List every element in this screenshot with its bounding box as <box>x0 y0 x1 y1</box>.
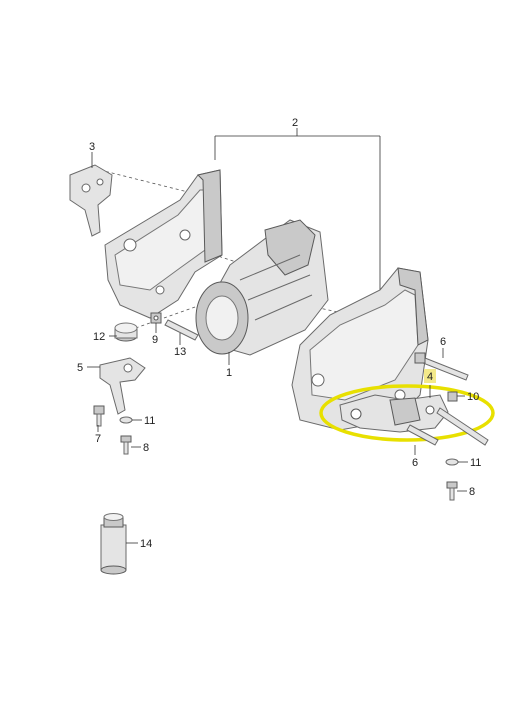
part-bolt-7 <box>93 405 105 427</box>
part-left-cover <box>104 169 223 319</box>
part-bolt-8-right <box>446 481 458 501</box>
callout-1: 1 <box>226 367 232 379</box>
part-bracket-4 <box>339 394 449 433</box>
callout-7: 7 <box>95 433 101 445</box>
part-cap-12 <box>114 322 138 342</box>
leader-lines <box>87 152 468 544</box>
part-bracket-5 <box>99 357 146 415</box>
callout-8-right: 8 <box>469 486 475 498</box>
callout-13: 13 <box>174 346 186 358</box>
part-stud-13 <box>164 319 199 341</box>
callout-6-upper: 6 <box>440 336 446 348</box>
callout-3: 3 <box>89 141 95 153</box>
callout-2: 2 <box>292 117 298 129</box>
part-compressor-1 <box>195 219 329 356</box>
callout-5: 5 <box>77 362 83 374</box>
highlight-label-box <box>424 369 436 383</box>
callout-12: 12 <box>93 331 105 343</box>
part-bolt-8-left <box>120 435 132 455</box>
assembly-bracket-2 <box>214 128 381 290</box>
part-nut-10 <box>447 391 458 402</box>
callout-8-left: 8 <box>143 442 149 454</box>
callout-11-left: 11 <box>144 415 155 427</box>
part-bolt-6-lower <box>406 424 439 446</box>
callout-9: 9 <box>152 334 158 346</box>
part-washer-11-left <box>119 416 133 424</box>
part-nut-9 <box>150 312 162 324</box>
part-right-cover <box>291 267 429 431</box>
callout-10: 10 <box>467 391 479 403</box>
part-washer-11-right <box>445 458 459 466</box>
part-bolt-long-right <box>436 407 489 446</box>
part-bolt-6-upper <box>414 352 469 381</box>
part-bracket-3 <box>69 164 113 237</box>
callout-6-lower: 6 <box>412 457 418 469</box>
part-canister-14 <box>100 513 127 575</box>
callout-labels: 2 3 1 4 5 6 6 7 8 8 9 10 11 11 12 13 14 <box>77 117 481 550</box>
callout-4: 4 <box>427 371 433 383</box>
highlight-ellipse <box>319 384 495 442</box>
callout-11-right: 11 <box>470 457 481 469</box>
callout-14: 14 <box>140 538 152 550</box>
